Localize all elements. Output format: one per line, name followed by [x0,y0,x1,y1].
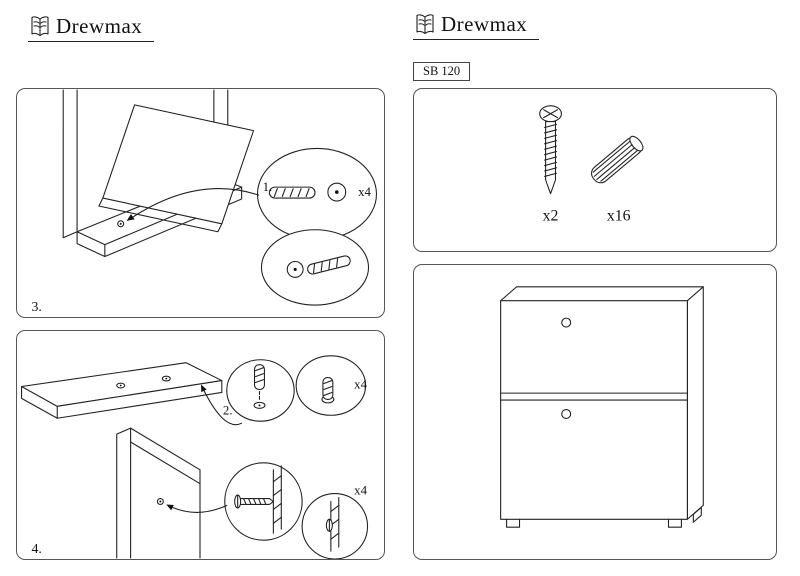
dowel-qty-label: x16 [607,207,631,224]
model-label: SB 120 [413,62,471,81]
callout-circle-screw-driving [224,462,303,541]
hardware-diagram: x2 x16 [539,105,644,224]
step4-diagram: 2. x4 x4 4. [21,355,369,559]
dowel-callout-arrow [200,384,243,426]
dowel-above-hole-icon [253,364,266,409]
shelf-board [21,362,223,419]
brand-logo-left: Drewmax [28,14,155,42]
brand-name: Drewmax [56,14,143,38]
cabinet-body [500,286,704,520]
hole-icon [327,182,347,202]
dowel-icon [268,186,316,199]
callout-circle-screw-flush [301,493,369,559]
callout-number: 2. [223,403,233,417]
dowel-hole [117,220,125,228]
screw-callout-arrow [166,504,228,513]
panel-product [413,264,777,560]
panel-hardware: x2 x16 [413,88,777,252]
callout-circle-dowel-above [226,359,295,422]
dowel-inserted-icon [321,377,335,404]
back-panel [98,104,255,233]
callout-arrow [126,188,260,221]
screw-icon [539,105,562,195]
dowel-icon [591,135,644,184]
screw-qty-label: x4 [354,484,367,498]
cabinet-illustration [500,286,704,528]
screw-qty-label: x2 [543,207,559,224]
step3-diagram: 1. x4 3. [31,89,378,315]
screw-flush-icon [325,496,340,552]
step-number: 4. [31,542,41,557]
open-book-icon [415,12,435,36]
dowel-qty-label: x4 [354,377,367,391]
screw-driving-icon [234,465,282,534]
brand-logo-right: Drewmax [413,12,540,40]
panel-step-4: 2. x4 x4 4. [16,330,385,560]
step-number: 3. [31,300,41,315]
knob-bottom [561,408,572,420]
open-book-icon [30,14,50,38]
knob-top [561,317,572,328]
dowel-qty-label: x4 [358,185,371,199]
dowel-inserted-icon [286,255,351,278]
corner-panel [116,427,201,559]
panel-step-3: 1. x4 3. [16,88,385,318]
callout-number: 1. [263,180,273,194]
cabinet-feet [506,506,702,528]
brand-name: Drewmax [441,12,528,36]
